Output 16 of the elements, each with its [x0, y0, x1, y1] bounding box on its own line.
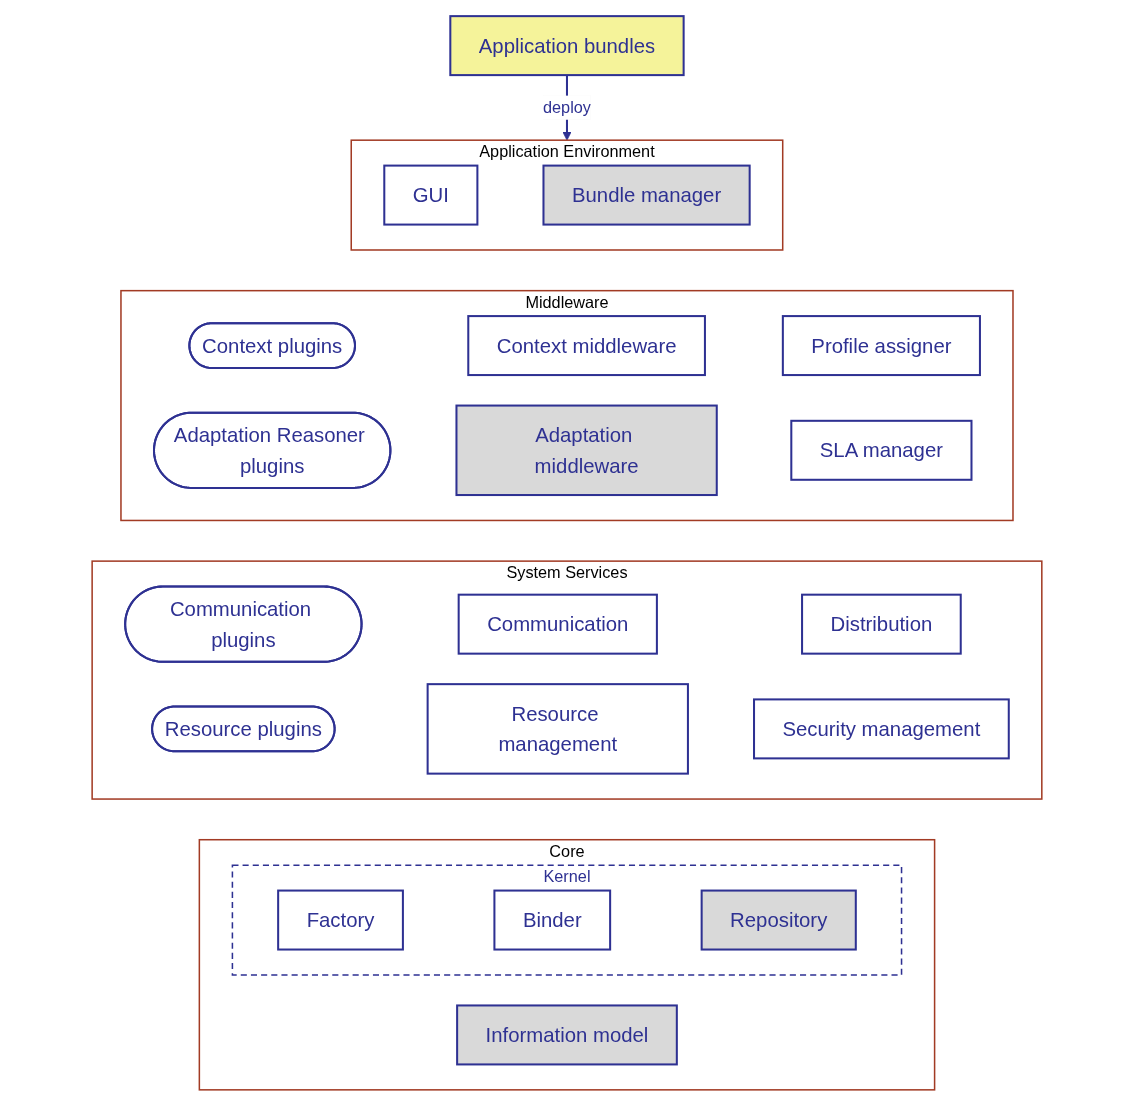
node-box: Information model: [456, 1004, 678, 1066]
node-box: Communication: [457, 593, 658, 655]
node-box: Bundle manager: [542, 164, 751, 226]
node-box: Profile assigner: [781, 315, 981, 377]
node-box: Adaptation middleware: [455, 404, 718, 497]
node-box: GUI: [383, 164, 479, 226]
node-box: Application bundles: [449, 15, 685, 77]
node-box: Security management: [753, 698, 1010, 760]
edge-label: deploy: [543, 98, 591, 116]
node-box: Context middleware: [467, 315, 706, 377]
node-box: Factory: [277, 889, 404, 951]
node-box: Binder: [493, 889, 612, 951]
node-box: SLA manager: [790, 419, 973, 481]
node-box: Repository: [700, 889, 857, 951]
node-box: Distribution: [801, 593, 962, 655]
node-box: Resource management: [426, 683, 689, 775]
